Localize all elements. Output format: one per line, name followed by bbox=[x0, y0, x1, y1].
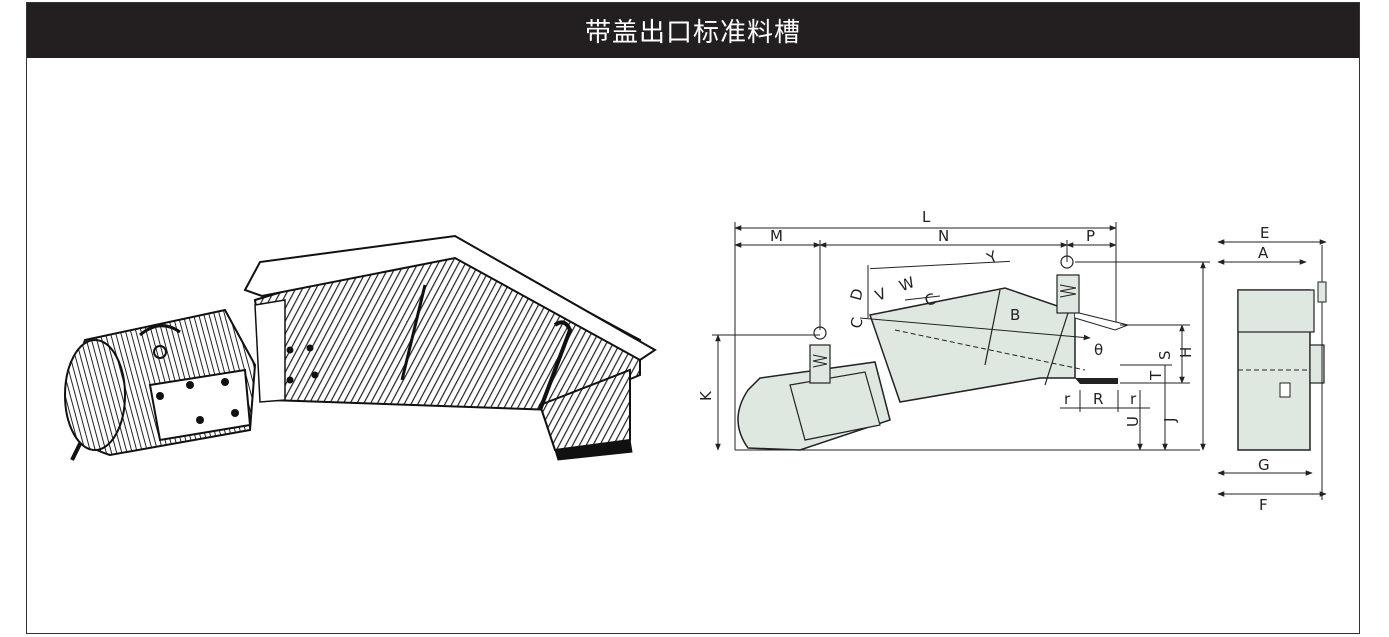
label-M: M bbox=[770, 227, 783, 245]
label-U: U bbox=[1124, 416, 1142, 427]
label-Y: Y bbox=[983, 247, 1001, 268]
drawing-frame: 带盖出口标准料槽 bbox=[26, 2, 1360, 634]
label-L: L bbox=[922, 208, 931, 226]
label-V: V bbox=[873, 284, 890, 305]
label-B: B bbox=[1010, 306, 1020, 324]
label-S: S bbox=[1156, 350, 1174, 360]
label-W: W bbox=[897, 273, 918, 295]
label-H: H bbox=[1177, 347, 1195, 358]
label-F: F bbox=[1259, 496, 1268, 514]
cover-frame bbox=[243, 234, 657, 362]
motor-end-cap bbox=[64, 339, 126, 451]
label-A: A bbox=[1258, 244, 1269, 262]
feeder-illustration bbox=[64, 234, 657, 461]
label-r-left: r bbox=[1064, 390, 1071, 408]
label-R: R bbox=[1093, 390, 1103, 408]
label-G: G bbox=[1258, 456, 1270, 474]
label-K: K bbox=[697, 390, 715, 401]
label-r-right: r bbox=[1130, 390, 1137, 408]
label-N: N bbox=[938, 227, 949, 245]
label-theta: θ bbox=[1094, 341, 1103, 359]
label-D: D bbox=[847, 287, 867, 303]
side-elevation: L M N P Y D V W C C B θ bbox=[697, 208, 1210, 451]
mount-plate bbox=[148, 368, 252, 442]
label-C-left: C bbox=[847, 316, 867, 331]
trough-body-elev bbox=[869, 287, 1076, 403]
label-J: J bbox=[1161, 418, 1179, 423]
label-E: E bbox=[1260, 224, 1269, 242]
page-title: 带盖出口标准料槽 bbox=[27, 3, 1359, 58]
label-T: T bbox=[1147, 370, 1165, 381]
label-P: P bbox=[1086, 227, 1095, 245]
end-elevation: E A G F bbox=[1217, 224, 1327, 514]
